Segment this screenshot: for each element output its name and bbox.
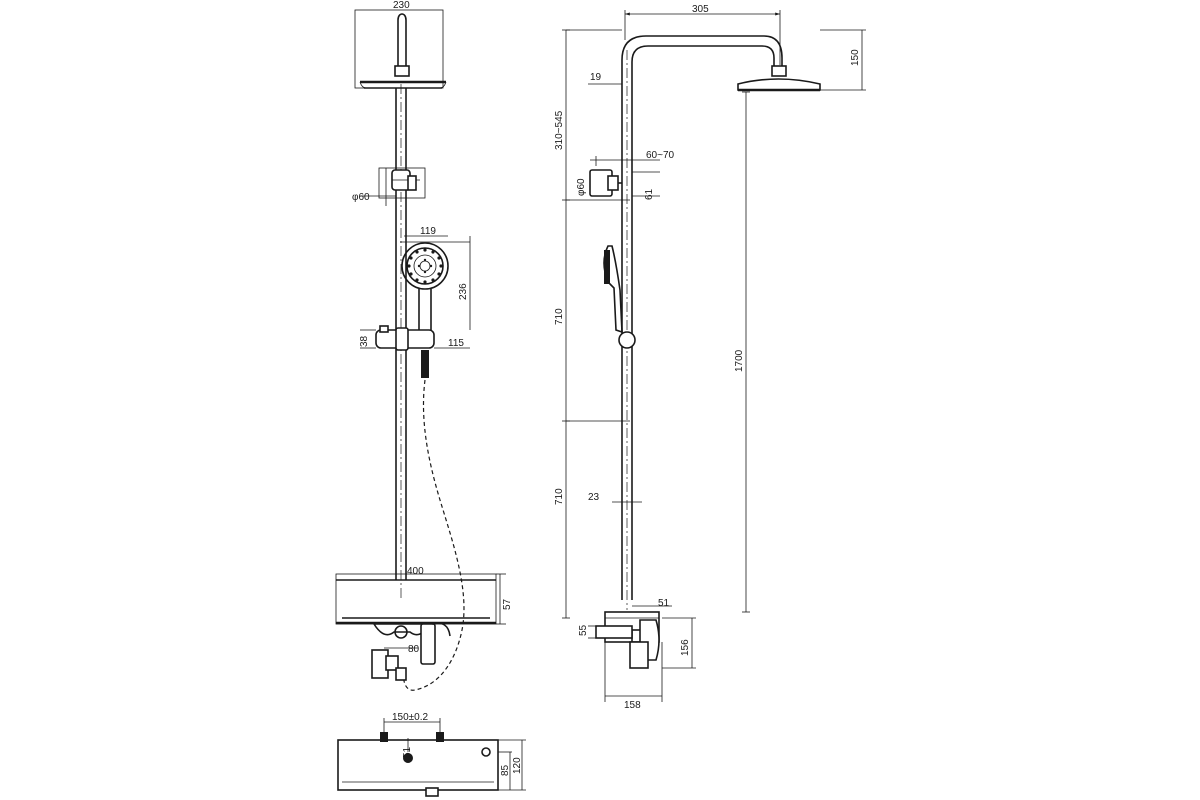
dim-pipe-offset: 19 [590,72,602,83]
hand-shower [400,235,470,330]
dim-valve-height: 156 [680,639,691,656]
dim-height-inner: 85 [500,764,511,776]
dim-slider-height: 38 [359,335,370,347]
dim-slider-offset: 115 [448,338,464,349]
dim-valve-offset: 80 [408,644,420,655]
dim-valve-width: 158 [624,700,641,711]
dim-shelf-depth: 51 [658,598,670,609]
dim-holder-dia: φ60 [352,192,370,203]
dim-range-upper: 310~545 [554,110,565,150]
dim-hand-height: 236 [458,283,469,300]
dim-side-holder-dia: φ60 [576,178,587,196]
mixer-valve [371,622,451,681]
side-view [562,10,866,702]
dim-lower-length: 710 [554,488,565,505]
dim-side-valve-offset: 55 [578,624,589,636]
dim-head-width: 230 [393,0,410,11]
side-shelf-valve [588,605,696,702]
side-riser [621,35,783,610]
dim-pipe-dia: 23 [588,492,600,503]
dim-outlet-dia: 51 [402,746,413,758]
dim-holder-height: 61 [644,188,655,200]
dim-height-outer: 120 [512,757,523,774]
dim-holder-offset: 60~70 [646,150,675,161]
dim-arm-length: 305 [692,4,709,15]
slide-holder [360,236,471,378]
dim-total-height: 1700 [734,349,745,372]
shelf [335,573,497,625]
bottom-view [337,718,526,797]
dim-head-height: 150 [850,49,861,66]
side-wall-bracket [589,156,660,197]
dim-shelf-height: 57 [502,598,513,610]
rain-shower-head [359,13,447,89]
dim-hand-width: 119 [420,226,436,237]
dim-mount-spacing: 150±0.2 [392,712,429,723]
dim-upper-length: 710 [554,308,565,325]
side-hand-shower [603,245,636,349]
hose-line [402,379,465,691]
dim-shelf-width: 400 [407,566,424,577]
front-view [335,9,497,691]
side-rain-head [737,29,866,92]
wall-bracket [360,167,426,206]
